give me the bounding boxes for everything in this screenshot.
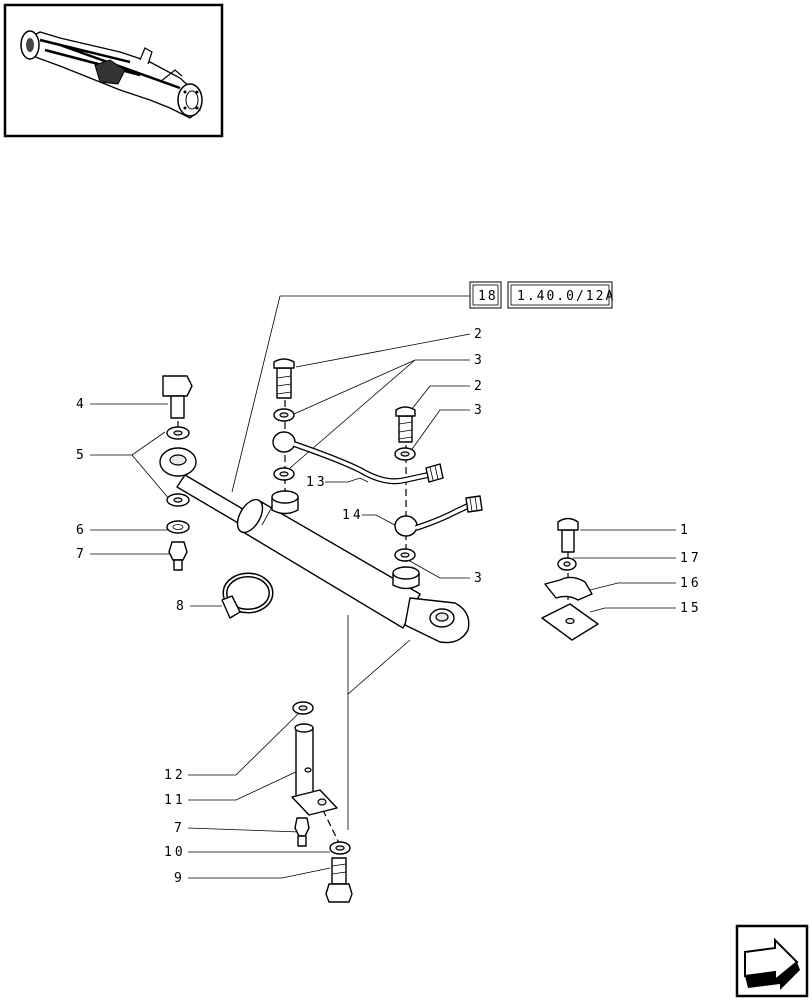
bolt-2a[interactable]	[273, 358, 295, 399]
callout-13: 13	[306, 475, 328, 490]
callout-15: 15	[680, 601, 702, 616]
callout-4: 4	[76, 397, 87, 412]
washer-3a-bottom[interactable]	[273, 467, 295, 481]
bolt-2b[interactable]	[395, 406, 416, 443]
callout-3c: 3	[474, 571, 485, 586]
pin-4[interactable]	[162, 375, 193, 419]
hydraulic-cylinder[interactable]	[159, 447, 470, 644]
washer-3b[interactable]	[394, 447, 416, 461]
grease-fitting-7a[interactable]	[168, 541, 188, 571]
washer-5-bottom[interactable]	[166, 493, 190, 507]
pin-11[interactable]	[291, 723, 338, 816]
reference-group-text: 18	[478, 289, 498, 304]
clamp-16[interactable]	[544, 576, 593, 601]
callout-9: 9	[174, 871, 185, 886]
washer-3c[interactable]	[394, 548, 416, 562]
lock-washer-17[interactable]	[557, 557, 577, 571]
reference-group-box[interactable]: 18	[469, 281, 502, 309]
callout-3b: 3	[474, 403, 485, 418]
callout-12: 12	[164, 768, 186, 783]
callout-11: 11	[164, 793, 186, 808]
grease-fitting-7b[interactable]	[294, 817, 310, 847]
callout-17: 17	[680, 551, 702, 566]
banjo-fitting-14[interactable]	[394, 515, 418, 537]
snap-ring-6[interactable]	[166, 520, 190, 534]
washer-12[interactable]	[292, 701, 314, 715]
washer-3a-top[interactable]	[273, 408, 295, 422]
hydraulic-pipe-14[interactable]	[415, 495, 483, 531]
hydraulic-pipe-13[interactable]	[293, 441, 444, 485]
washer-10[interactable]	[329, 841, 351, 855]
callout-3a: 3	[474, 353, 485, 368]
callout-2a: 2	[474, 327, 485, 342]
plate-15[interactable]	[541, 603, 599, 641]
callout-2b: 2	[474, 379, 485, 394]
leader-lines	[90, 295, 676, 879]
bolt-9[interactable]	[325, 857, 353, 903]
bolt-1[interactable]	[557, 517, 579, 553]
callout-14: 14	[342, 508, 364, 523]
callout-7a: 7	[76, 547, 87, 562]
assembly-axis-lines	[177, 400, 569, 846]
callout-8: 8	[176, 599, 187, 614]
washer-5-top[interactable]	[166, 426, 190, 440]
callout-1: 1	[680, 523, 691, 538]
reference-page-text: 1.40.0/12A	[517, 289, 615, 304]
callout-labels: 2 3 2 3 4 5 6 7 8 13 14 3 1 17 16 15 12 …	[76, 327, 702, 886]
axle-assembly-thumbnail[interactable]	[3, 3, 224, 138]
reference-page-box[interactable]: 1.40.0/12A	[507, 281, 615, 309]
callout-5: 5	[76, 448, 87, 463]
callout-10: 10	[164, 845, 186, 860]
banjo-fitting-13[interactable]	[272, 431, 296, 453]
callout-7b: 7	[174, 821, 185, 836]
callout-6: 6	[76, 523, 87, 538]
callout-16: 16	[680, 576, 702, 591]
next-page-arrow-icon[interactable]	[735, 924, 809, 998]
hose-clamp-8[interactable]	[221, 572, 274, 619]
